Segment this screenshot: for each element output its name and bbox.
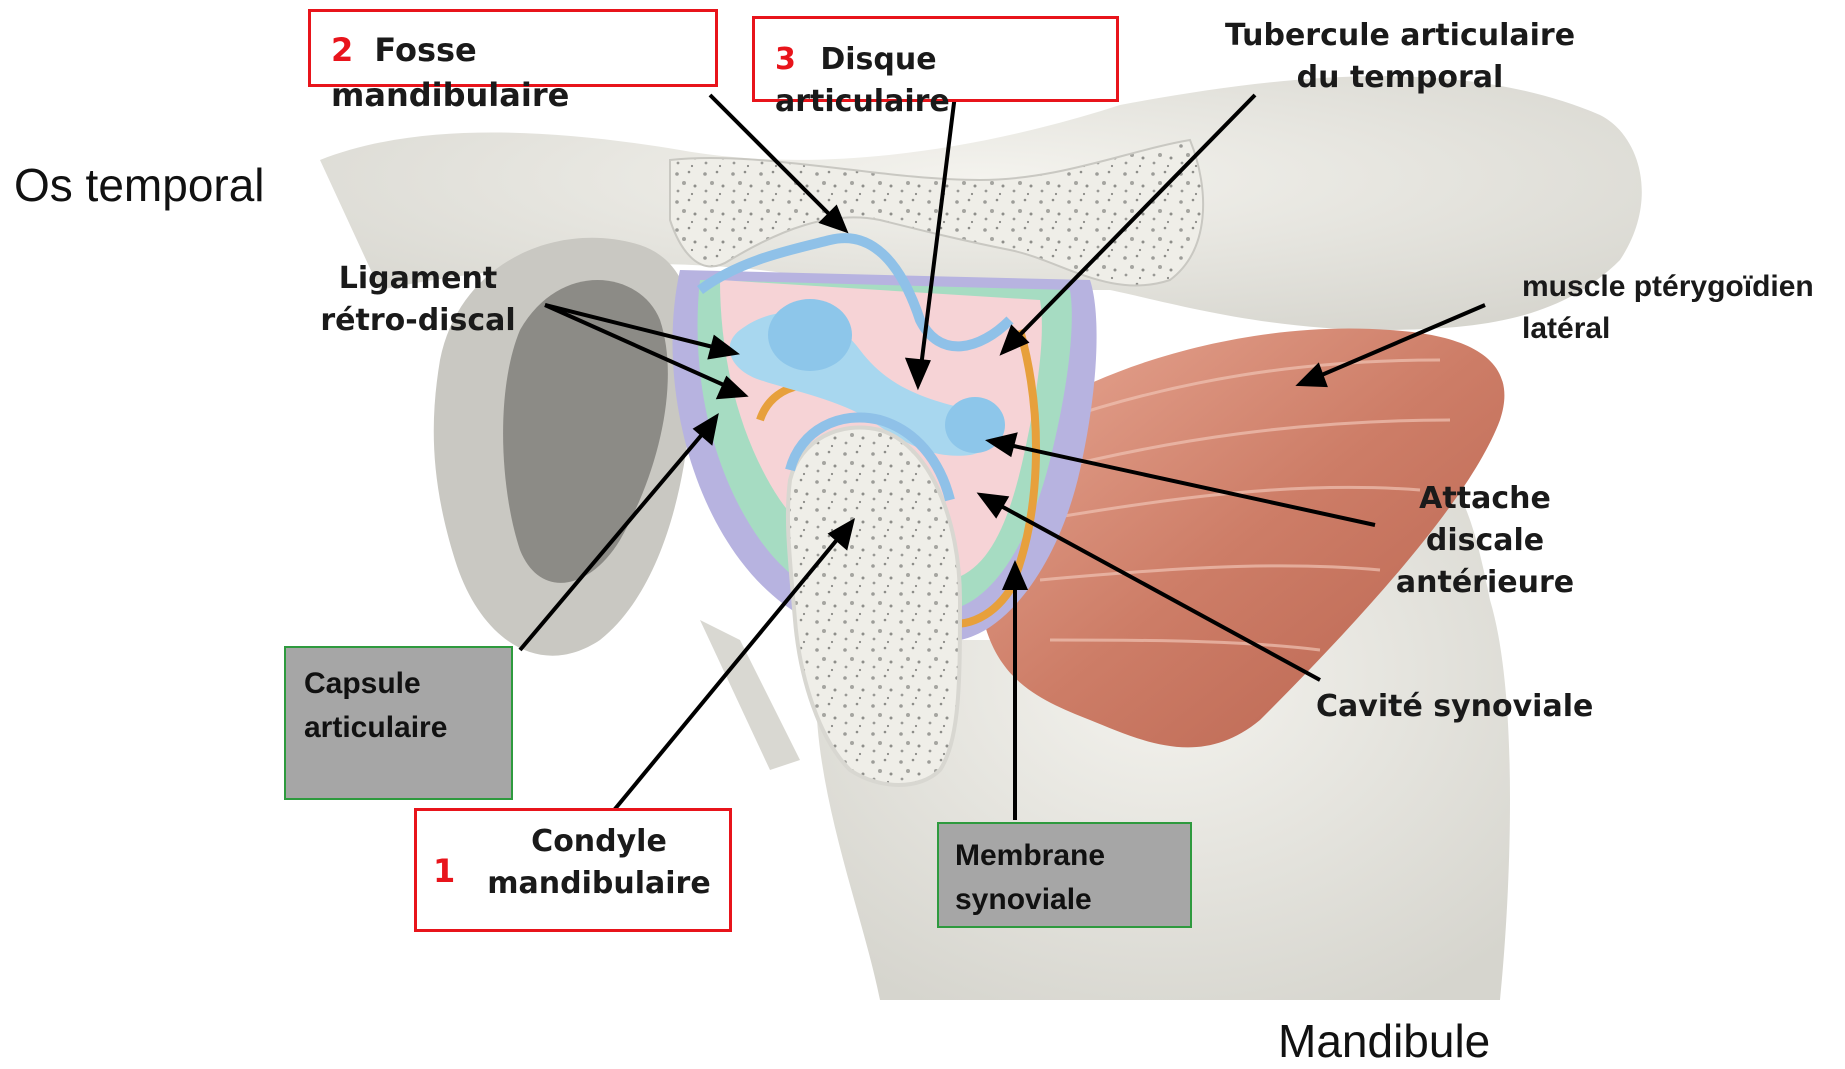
label-disque-num: 3 (775, 42, 796, 77)
label-mandibule: Mandibule (1278, 1014, 1490, 1068)
label-condyle-line1: Condyle (479, 821, 719, 863)
label-condyle-line2: mandibulaire (479, 863, 719, 905)
label-ligament-line2: rétro-discal (318, 300, 518, 342)
label-fosse-text: Fosse mandibulaire (331, 31, 569, 114)
condyle-shape (788, 427, 960, 785)
label-muscle: muscle ptérygoïdien latéral (1522, 266, 1814, 350)
label-attache-line1: Attache discale (1355, 478, 1615, 562)
label-capsule-line2: articulaire (304, 706, 511, 750)
label-box-membrane: Membrane synoviale (937, 822, 1192, 928)
label-tubercule-line2: du temporal (1205, 57, 1595, 99)
label-box-disque: 3 Disque articulaire (752, 16, 1119, 102)
label-ligament: Ligament rétro-discal (318, 258, 518, 342)
label-box-capsule: Capsule articulaire (284, 646, 513, 800)
label-ligament-line1: Ligament (318, 258, 518, 300)
label-attache: Attache discale antérieure (1355, 478, 1615, 604)
label-tubercule-line1: Tubercule articulaire (1205, 15, 1595, 57)
label-capsule-line1: Capsule (304, 662, 511, 706)
label-tubercule: Tubercule articulaire du temporal (1205, 15, 1595, 99)
label-os-temporal: Os temporal (14, 158, 265, 212)
label-box-condyle: 1 Condyle mandibulaire (414, 808, 732, 932)
label-attache-line2: antérieure (1355, 562, 1615, 604)
label-muscle-line1: muscle ptérygoïdien (1522, 266, 1814, 308)
label-disque-text: Disque articulaire (775, 42, 950, 119)
label-membrane-line2: synoviale (955, 878, 1190, 922)
label-muscle-line2: latéral (1522, 308, 1814, 350)
label-box-fosse: 2 Fosse mandibulaire (308, 9, 718, 87)
label-fosse-num: 2 (331, 31, 353, 69)
disc-posterior-band (768, 299, 852, 371)
label-cavite: Cavité synoviale (1316, 686, 1593, 728)
label-membrane-line1: Membrane (955, 834, 1190, 878)
label-condyle-num: 1 (433, 852, 455, 890)
